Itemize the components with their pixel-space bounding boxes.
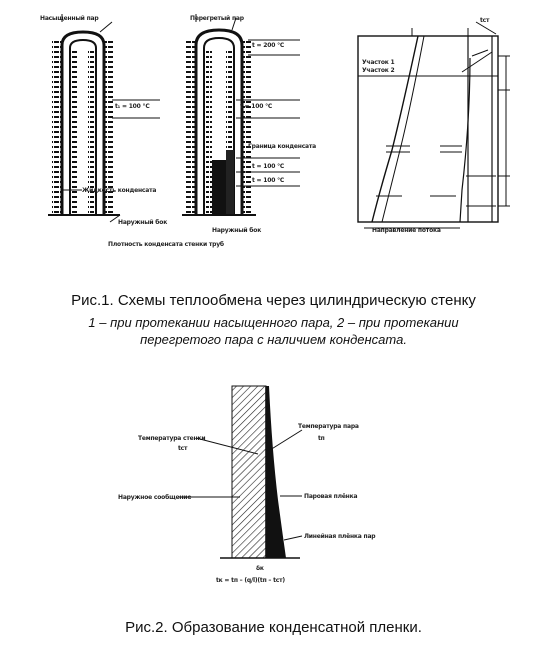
svg-text:tп: tп xyxy=(318,435,325,442)
svg-text:Участок 2: Участок 2 xyxy=(362,67,395,74)
figure-1-diagram: Насыщенный пар t₁ = 100 °С Жидкость конд… xyxy=(40,14,510,248)
svg-text:Паровая плёнка: Паровая плёнка xyxy=(304,493,358,500)
svg-text:Линейная плёнка пар: Линейная плёнка пар xyxy=(304,533,376,540)
svg-text:Граница конденсата: Граница конденсата xyxy=(248,143,316,150)
figure-1-subcaption-line-1: 1 – при протекании насыщенного пара, 2 –… xyxy=(88,315,459,330)
svg-text:Жидкость конденсата: Жидкость конденсата xyxy=(82,187,156,194)
svg-text:Наружный бок: Наружный бок xyxy=(118,219,167,226)
svg-text:t = 100 °С: t = 100 °С xyxy=(240,103,273,110)
svg-text:δк: δк xyxy=(256,565,264,572)
figure-2-caption: Рис.2. Образование конденсатной пленки. xyxy=(125,619,422,636)
svg-text:Температура стенки: Температура стенки xyxy=(138,435,205,442)
svg-text:Наружное сообщение: Наружное сообщение xyxy=(118,494,191,501)
figure-1-caption: Рис.1. Схемы теплообмена через цилиндрич… xyxy=(71,292,476,309)
svg-text:t = 200 °С: t = 200 °С xyxy=(252,42,285,49)
svg-text:Направление потока: Направление потока xyxy=(372,227,441,234)
svg-text:tк = tп – (q/l)(tп – tст): tк = tп – (q/l)(tп – tст) xyxy=(216,577,285,584)
svg-text:Температура пара: Температура пара xyxy=(298,423,359,430)
svg-text:Плотность конденсата стенки тр: Плотность конденсата стенки труб xyxy=(108,241,224,248)
svg-text:tст: tст xyxy=(178,445,188,452)
svg-text:tст: tст xyxy=(480,17,490,24)
svg-text:Перегретый пар: Перегретый пар xyxy=(190,15,245,22)
condensate-film-wall: Температура стенки tст Наружное сообщени… xyxy=(118,385,377,584)
tube-1-saturated-steam: Насыщенный пар t₁ = 100 °С Жидкость конд… xyxy=(40,14,167,226)
svg-text:t = 100 °С: t = 100 °С xyxy=(252,163,285,170)
svg-text:Участок 1: Участок 1 xyxy=(362,59,395,66)
temperature-profile-diagram: Участок 1 Участок 2 tст Направление пото… xyxy=(357,17,510,234)
svg-text:Наружный бок: Наружный бок xyxy=(212,227,261,234)
svg-text:t₁ = 100 °С: t₁ = 100 °С xyxy=(115,103,150,110)
tube-2-superheated-steam: Перегретый пар t = 200 °С t = 100 °С Гра… xyxy=(182,14,316,234)
svg-text:Насыщенный пар: Насыщенный пар xyxy=(40,15,99,22)
figure-1-subcaption-line-2: перегретого пара с наличием конденсата. xyxy=(140,332,407,347)
svg-text:t = 100 °С: t = 100 °С xyxy=(252,177,285,184)
figure-1-subcaption: 1 – при протекании насыщенного пара, 2 –… xyxy=(0,314,547,348)
